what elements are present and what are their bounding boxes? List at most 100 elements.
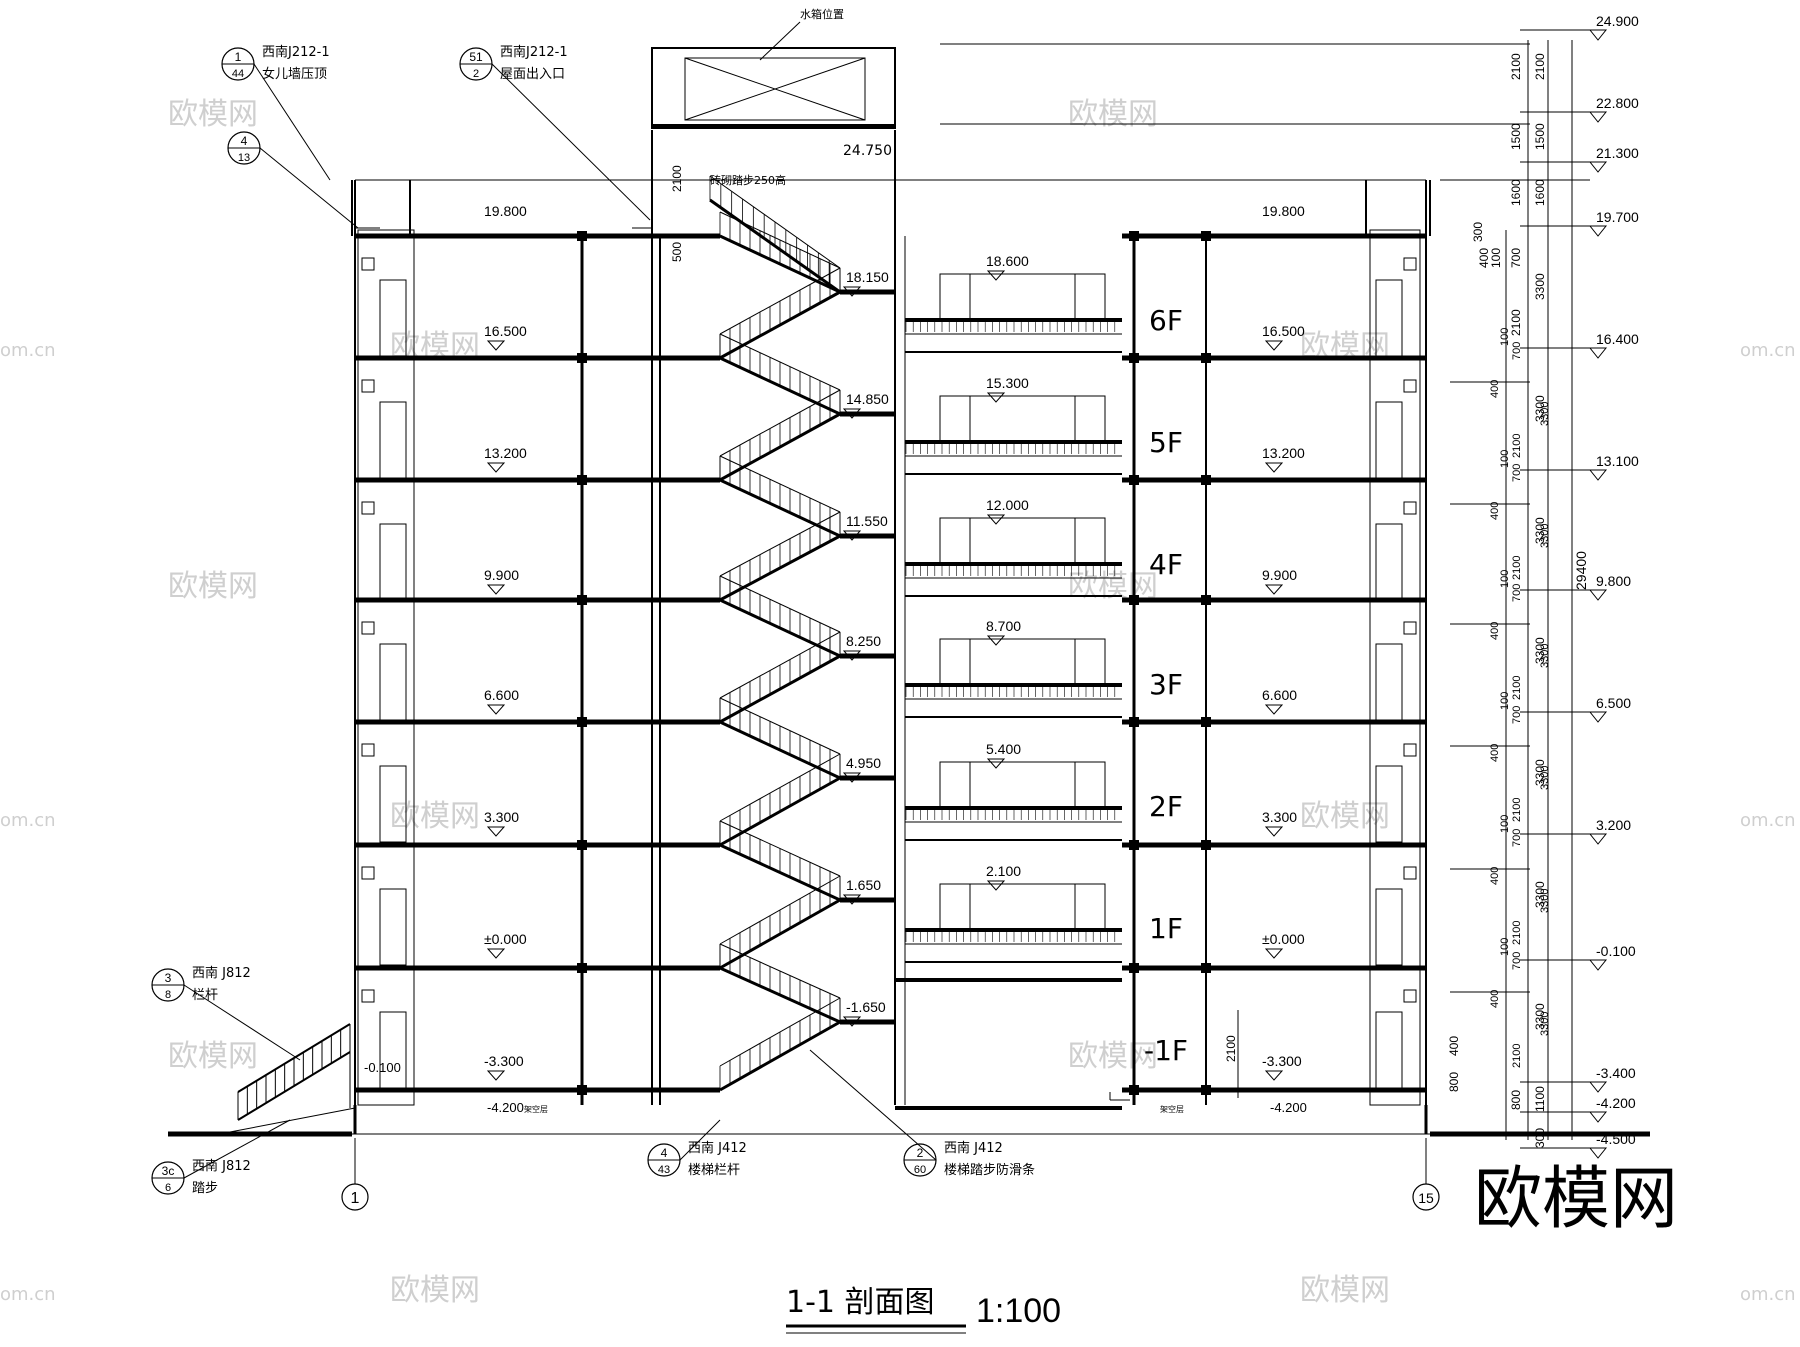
- elevation-symbol: [1588, 29, 1608, 41]
- watermark-url: om.cn: [0, 810, 56, 831]
- callout-ref-1: 西南J212-1: [500, 44, 568, 60]
- right-level-6: -3.300: [1262, 1053, 1302, 1069]
- dim-rep-100-2: 100: [1499, 450, 1511, 468]
- stair-landing-level-6: -1.650: [846, 999, 886, 1015]
- window-small-left: [361, 743, 375, 757]
- overhead-label-left: 架空层: [524, 1104, 548, 1114]
- elevation-mark-7: 6.500: [1596, 695, 1631, 711]
- corridor-level-5: 2.100: [986, 863, 1021, 879]
- door-right: [1375, 643, 1403, 721]
- overhead-label-right: 架空层: [1160, 1104, 1184, 1114]
- floor-tag-4: 2F: [1149, 790, 1183, 823]
- level-symbol: [986, 635, 1006, 646]
- window-small-right: [1403, 379, 1417, 393]
- dim-lower-800: 800: [1447, 1072, 1461, 1092]
- elevation-mark-5: 13.100: [1596, 453, 1639, 469]
- room-openings: [361, 257, 1417, 1089]
- dim-outer-9: 3300: [1533, 1003, 1547, 1030]
- dim-left-500: 500: [670, 242, 684, 262]
- watermark-tile: 欧模网: [168, 569, 258, 604]
- callout-desc-0: 女儿墙压顶: [262, 66, 327, 82]
- beam-2: [577, 475, 587, 485]
- dim-mid-2: 1600: [1509, 179, 1523, 206]
- beam-3: [577, 595, 587, 605]
- elevation-symbol: [1588, 833, 1608, 845]
- watermark-tile: 欧模网: [168, 97, 258, 132]
- dim-rep-400-2: 400: [1489, 502, 1501, 520]
- window-small-right: [1403, 866, 1417, 880]
- dim-rep-400-4: 400: [1489, 744, 1501, 762]
- roof-annotations: 水箱位置 24.750 砖砌踏步250高 19.800 19.800 -0.10…: [364, 7, 1485, 1115]
- stair-landing-level-0: 18.150: [846, 269, 889, 285]
- level-symbol: [1264, 462, 1284, 473]
- callout-2: 413: [227, 131, 359, 229]
- beam-2: [1201, 475, 1211, 485]
- level-symbol: [986, 880, 1006, 891]
- watermark-tile: 欧模网: [1068, 1039, 1158, 1074]
- beam-2: [1129, 475, 1139, 485]
- stair-landing-level-2: 11.550: [846, 513, 888, 529]
- window-small-right: [1403, 621, 1417, 635]
- dim-rep-400-1: 400: [1489, 380, 1501, 398]
- elevation-symbol: [1588, 347, 1608, 359]
- door-right: [1375, 279, 1403, 357]
- left-level-3: 6.600: [484, 687, 519, 703]
- callout-ref-4: 西南 J812: [192, 1158, 251, 1174]
- beam-7: [577, 1085, 587, 1095]
- dim-mid-0: 2100: [1509, 53, 1523, 80]
- callout-ref-6: 西南 J412: [944, 1140, 1003, 1156]
- door-left: [379, 1011, 407, 1089]
- dim-left-2100: 2100: [670, 165, 684, 192]
- door-left: [379, 523, 407, 601]
- callout-den-3: 8: [165, 989, 171, 1001]
- elevation-symbol: [1588, 1111, 1608, 1123]
- watermark-layer: 欧模网欧模网欧模网欧模网欧模网欧模网欧模网欧模网欧模网欧模网欧模网欧模网om.c…: [0, 97, 1796, 1308]
- window-small-left: [361, 866, 375, 880]
- outdoor-level-left: -0.100: [364, 1060, 401, 1075]
- dim-mid-1: 1500: [1509, 123, 1523, 150]
- dim-rep-700-2: 700: [1511, 464, 1523, 482]
- dim-rep-700-6: 700: [1511, 952, 1523, 970]
- corridor-door-b: [1074, 273, 1106, 321]
- dim-outer-6: 3300: [1533, 637, 1547, 664]
- watermark-tile: 欧模网: [390, 799, 480, 834]
- dim-outer-3: 3300: [1533, 273, 1547, 300]
- dim-outer-2: 1600: [1533, 179, 1547, 206]
- elevation-mark-0: 24.900: [1596, 13, 1639, 29]
- dim-mid-7: 29400: [1573, 551, 1589, 590]
- dim-rep-3300-2: 3300: [1539, 524, 1551, 548]
- level-symbol: [1264, 948, 1284, 959]
- watermark-url: om.cn: [0, 1284, 56, 1305]
- level-symbol: [986, 392, 1006, 403]
- level-symbol: [986, 514, 1006, 525]
- beam-7: [1201, 1085, 1211, 1095]
- elevation-mark-2: 21.300: [1596, 145, 1639, 161]
- beam-0: [577, 231, 587, 241]
- window-small-left: [361, 989, 375, 1003]
- callout-num-6: 2: [917, 1146, 924, 1160]
- dim-rep-100-1: 100: [1499, 328, 1511, 346]
- dim-rep-100-6: 100: [1499, 938, 1511, 956]
- level-symbol: [986, 270, 1006, 281]
- dim-mid-4: 100: [1489, 248, 1503, 268]
- title-scale: 1:100: [976, 1292, 1061, 1330]
- dim-outer-1: 1500: [1533, 123, 1547, 150]
- callout-den-4: 6: [165, 1182, 171, 1194]
- left-level-0: 16.500: [484, 323, 527, 339]
- corridor-door-b: [1074, 638, 1106, 686]
- callout-desc-6: 楼梯踏步防滑条: [944, 1162, 1035, 1178]
- right-level-3: 6.600: [1262, 687, 1297, 703]
- water-tank-label: 水箱位置: [800, 7, 844, 21]
- level-symbol: [1264, 704, 1284, 715]
- door-right: [1375, 888, 1403, 966]
- elevation-mark-10: -3.400: [1596, 1065, 1636, 1081]
- corridor-door-b: [1074, 517, 1106, 565]
- stair-top-level: 24.750: [843, 143, 892, 159]
- door-right: [1375, 765, 1403, 843]
- dim-rep-3300-5: 3300: [1539, 889, 1551, 913]
- watermark-tile: 欧模网: [1300, 799, 1390, 834]
- dim-outer-10: 1100: [1533, 1086, 1547, 1112]
- dim-rep-3300-6: 3300: [1539, 1012, 1551, 1036]
